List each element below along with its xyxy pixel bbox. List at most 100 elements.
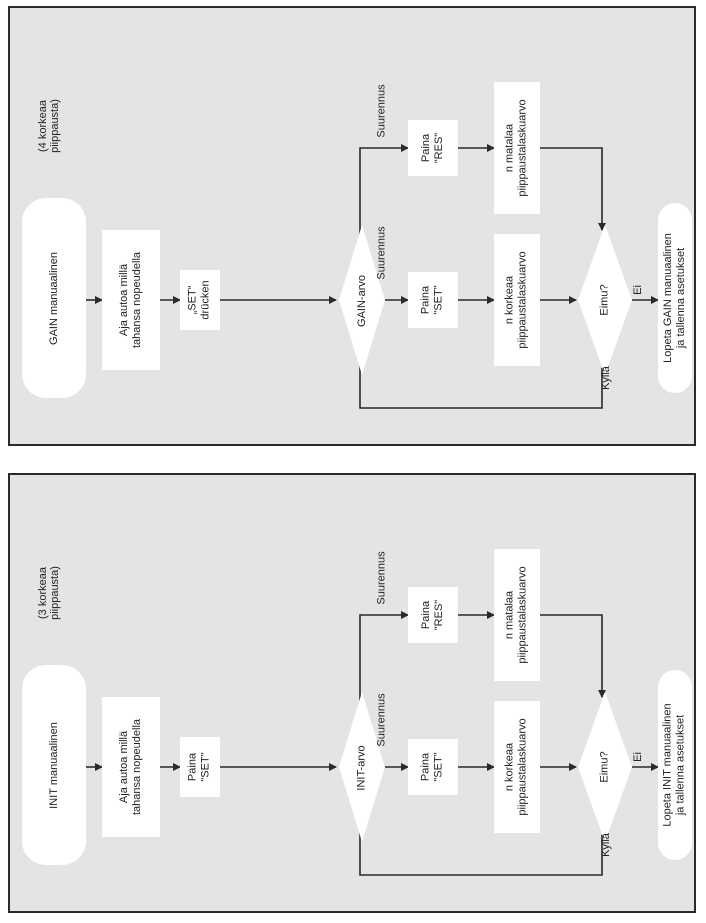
start-node-text: GAIN manuaalinen (48, 252, 61, 345)
diagrams.1.high_count-line: piippaustalaskuarvo (517, 718, 530, 816)
set-step-box-text: „SET“drücken (187, 280, 213, 319)
diagrams.0.end-line: Lopeta GAIN manuaalinen (662, 233, 674, 363)
diagrams.0.end-line: ja tallenna asetukset (675, 247, 687, 349)
start-node: GAIN manuaalinen (22, 198, 86, 398)
label-text: Kyllä (600, 833, 612, 857)
diagrams.1.end-line: Lopeta INIT manuaalinen (662, 703, 675, 827)
connector-arrow (359, 144, 409, 270)
press-res-box: Paina"RES" (408, 120, 458, 176)
press-res-box-text: Paina"RES" (420, 600, 446, 630)
label-text: INIT-arvo (355, 745, 368, 791)
press-set-box: Paina"SET" (408, 272, 458, 328)
diagrams.0.res_box-line: Paina (420, 133, 432, 163)
label-text: Suurennus (376, 84, 388, 138)
diagrams.0.drive-line: Aja autoa millä (118, 263, 130, 337)
diagrams.0.beep_note-line: (4 korkeaa (37, 100, 50, 152)
press-set-box: Paina"SET" (408, 739, 458, 795)
flow-connectors (86, 611, 659, 876)
diagrams.0.low_count-line: n matalaa (504, 123, 517, 173)
diagrams.1.drive-line: Aja autoa millä (118, 730, 130, 804)
flow-connectors (86, 144, 659, 409)
diagrams.1.set_box-line: Paina (186, 752, 199, 782)
label-text: Ei (632, 752, 644, 762)
yes-label-text: Kyllä (600, 366, 612, 390)
decision-label-text: GAIN-arvo (356, 275, 368, 327)
label-text: Kyllä (600, 366, 612, 390)
press-res-box-text: Paina"RES" (420, 133, 446, 163)
error-question-label-text: Eimu? (599, 751, 611, 782)
label-text: Suurennus (376, 693, 388, 747)
diagrams.1.low_count-line: piippaustalaskuarvo (517, 566, 530, 664)
increase-label-top-text: Suurennus (376, 84, 388, 137)
press-res-box: Paina"RES" (408, 587, 458, 643)
increase-label-bottom-text: Suurennus (376, 693, 388, 746)
diagrams.1.res_box-line: "RES" (433, 599, 445, 631)
yes-label-text: Kyllä (600, 833, 612, 857)
increase-label-top: Suurennus (370, 76, 394, 146)
diagrams.1.set_press_box-line: Paina (419, 752, 432, 782)
start-node: INIT manuaalinen (22, 665, 86, 865)
diagrams.0.drive-line: tahansa nopeudella (131, 251, 143, 349)
label-text: Ei (632, 285, 644, 295)
label-text: Eimu? (599, 284, 611, 316)
connector-arrow (540, 147, 606, 231)
press-set-box-text: Paina"SET" (420, 752, 446, 781)
diagrams.0.set_box-line: „SET“ (186, 285, 199, 315)
label-text: INIT manuaalinen (47, 721, 60, 809)
error-question-label-text: Eimu? (599, 284, 611, 315)
diagrams.0.high_count-line: piippaustalaskuarvo (517, 251, 530, 349)
set-step-box: „SET“drücken (180, 270, 220, 330)
diagrams.0.set_press_box-line: Paina (419, 285, 432, 315)
no-label-text: Ei (632, 285, 644, 295)
yes-label: Kyllä (592, 358, 620, 398)
diagrams.1.high_count-line: n korkeaa (504, 742, 517, 792)
increase-label-top-text: Suurennus (376, 551, 388, 604)
diagrams.0.beep_note-line: piippausta) (49, 99, 62, 153)
diagrams.1.end-line: ja tallenna asetukset (675, 714, 688, 816)
diagrams.1.beep_note-line: piippausta) (49, 566, 62, 620)
increase-label-bottom: Suurennus (370, 218, 394, 288)
connector-arrow (359, 611, 409, 737)
increase-label-top: Suurennus (370, 543, 394, 613)
label-text: Eimu? (599, 751, 611, 783)
increase-label-bottom-text: Suurennus (376, 226, 388, 279)
diagrams.0.high_count-line: n korkeaa (504, 275, 517, 325)
label-text: Suurennus (376, 551, 388, 605)
diagrams.1.set_box-line: "SET" (199, 752, 212, 782)
label-text: GAIN-arvo (356, 275, 368, 327)
error-decision-diamond (578, 692, 632, 842)
press-set-box-text: Paina"SET" (420, 285, 446, 314)
set-step-box-text: Paina"SET" (187, 752, 213, 781)
connector-arrow (356, 329, 603, 409)
error-question-label: Eimu? (585, 737, 625, 797)
diagrams.1.low_count-line: n matalaa (504, 590, 517, 640)
connector-arrow (540, 614, 606, 698)
start-node-text: INIT manuaalinen (48, 722, 61, 809)
no-label: Ei (624, 278, 652, 302)
diagrams.0.low_count-line: piippaustalaskuarvo (517, 99, 530, 197)
error-decision-diamond (578, 225, 632, 375)
yes-label: Kyllä (592, 825, 620, 865)
diagrams.0.res_box-line: "RES" (433, 132, 445, 164)
